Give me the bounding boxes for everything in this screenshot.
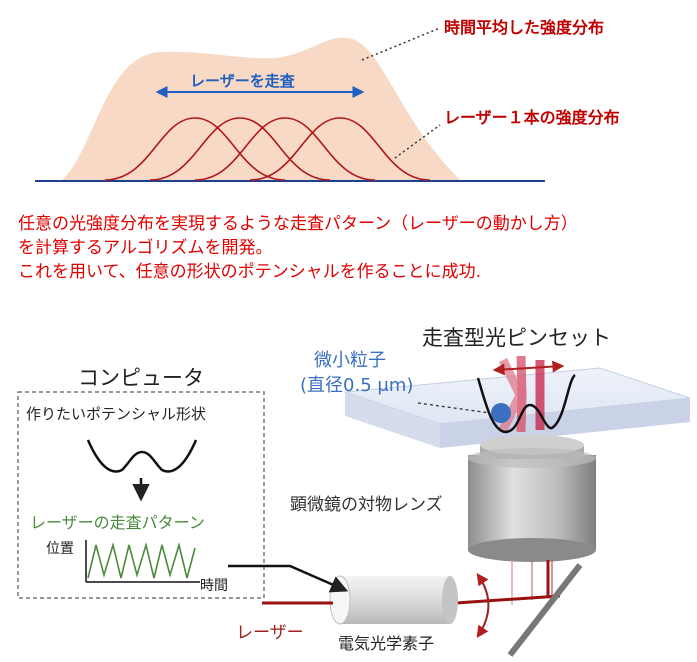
glass-slide-side [440,398,690,448]
deflection-arrow [476,573,490,638]
pattern-label: レーザーの走査パターン [30,513,205,532]
time-axis-label: 時間 [200,578,228,594]
description-line-1: 任意の光強度分布を実現するような走査パターン（レーザーの動かし方） [18,214,578,234]
single-laser-label: レーザー１本の強度分布 [444,108,620,127]
electro-optic-element [329,575,458,625]
particle-label-line-1: 微小粒子 [314,350,386,371]
target-potential-curve [86,439,198,473]
leader-single [394,124,441,159]
glass-slide-front [345,392,440,448]
scan-pattern-wave [87,541,196,579]
particle-label-line-2: (直径0.5 μm) [300,375,414,396]
particle-leader [417,402,491,414]
laser-label: レーザー [236,623,304,643]
time-averaged-envelope [62,37,460,180]
beam-rays [511,560,553,605]
potential-curve [476,373,576,434]
scan-motion-arrow [492,360,565,376]
computer-box [17,391,265,599]
description-line-2: を計算するアルゴリズムを開発。 [18,238,273,258]
tweezer-title: 走査型光ピンセット [422,326,611,350]
leader-time-avg [361,27,441,61]
potential-label: 作りたいポテンシャル形状 [26,405,207,423]
signal-arrow [228,564,349,593]
beam-to-mirror [455,594,561,605]
time-averaged-label: 時間平均した強度分布 [444,18,605,37]
eom-label: 電気光学素子 [338,634,435,653]
scan-laser-label: レーザーを走査 [190,72,295,90]
position-axis-label: 位置 [46,541,74,557]
objective-label: 顕微鏡の対物レンズ [290,495,443,515]
objective-lens [468,435,596,562]
computer-title: コンピュータ [78,366,204,390]
particle [491,403,511,423]
single-laser-gaussians [104,117,431,181]
description-line-3: これを用いて、任意の形状のポテンシャルを作ることに成功. [18,262,482,282]
mirror [507,563,583,657]
